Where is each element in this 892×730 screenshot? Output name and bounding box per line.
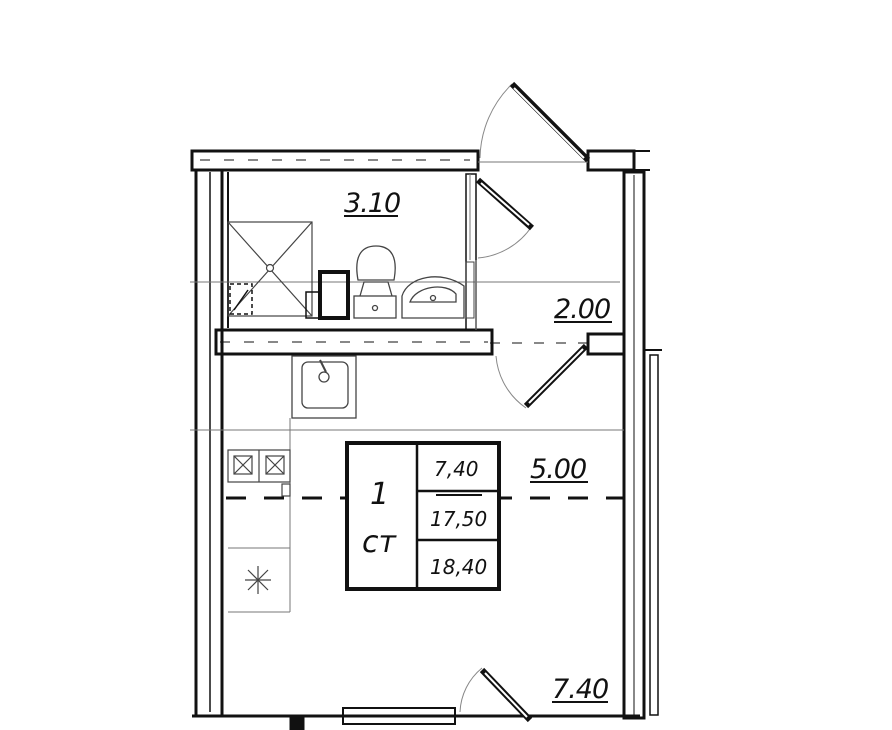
hall-partition-stub	[586, 332, 626, 356]
bathroom-partition	[214, 328, 494, 356]
living-area-value: 7,40	[434, 457, 479, 481]
top-wall-right	[586, 149, 636, 172]
area-hall-label: 2.00	[554, 294, 610, 325]
total-area-value: 17,50	[430, 507, 487, 531]
left-wall	[194, 168, 224, 718]
kitchen-sink-icon	[291, 355, 357, 419]
top-wall-left	[190, 149, 480, 172]
entrance-door-leaf	[509, 81, 591, 163]
apartment-label-box	[345, 441, 501, 591]
shower-tray-icon	[227, 221, 313, 317]
doors	[459, 81, 591, 723]
hall-door-arc	[495, 355, 527, 409]
area-living-label: 7.40	[552, 674, 608, 705]
right-facade-hatch	[649, 354, 659, 716]
total-with-balcony-value: 18,40	[430, 555, 487, 579]
entrance-door-leaf-inner	[513, 87, 585, 159]
balcony-door-leaf-inner	[484, 672, 528, 718]
apartment-type: ст	[362, 525, 397, 560]
entrance-door-arc	[479, 83, 513, 159]
bathroom-door-leaf-inner	[480, 182, 530, 226]
bathroom-door-arc	[477, 225, 533, 259]
right-wall	[622, 170, 646, 720]
area-kitchen-label: 5.00	[530, 454, 586, 485]
area-bathroom-label: 3.10	[344, 188, 400, 219]
hall-door-leaf-inner	[528, 348, 584, 404]
bath-shelf	[305, 270, 350, 320]
fridge-icon	[245, 566, 271, 594]
toilet-icon	[353, 245, 397, 319]
apartment-number: 1	[370, 477, 389, 512]
bottom-wall-pier	[289, 715, 305, 730]
washbasin-icon	[401, 261, 475, 319]
window-sill	[342, 707, 456, 725]
walls	[190, 149, 662, 730]
ventilation-icon	[229, 283, 253, 315]
balcony-door-arc	[459, 667, 483, 713]
stove-icon	[227, 449, 291, 497]
bathroom-side-partition	[465, 173, 477, 331]
